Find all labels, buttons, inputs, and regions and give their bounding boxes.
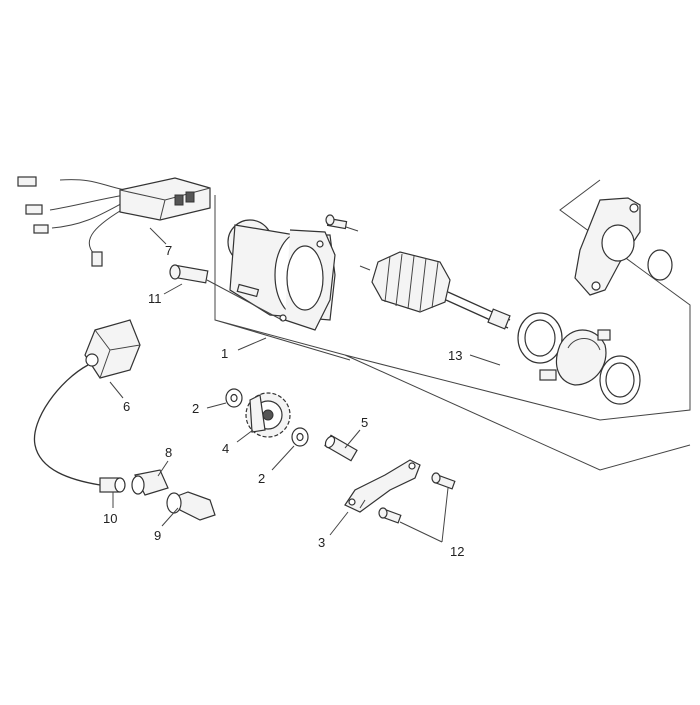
callout-5: 5 xyxy=(361,415,368,430)
end-cover-part xyxy=(574,197,673,296)
washer-upper-part xyxy=(225,388,243,408)
armature-part xyxy=(359,251,511,330)
callout-10: 10 xyxy=(103,511,117,526)
callout-4: 4 xyxy=(222,441,229,456)
leader-lines xyxy=(109,227,501,543)
starter-motor-part xyxy=(227,219,336,331)
mounting-bracket-part xyxy=(344,459,421,513)
callout-8: 8 xyxy=(165,445,172,460)
callout-1: 1 xyxy=(221,346,228,361)
screw-a-part xyxy=(431,472,456,490)
callout-9: 9 xyxy=(154,528,161,543)
callout-11: 11 xyxy=(148,291,162,306)
seal-kit-part xyxy=(517,312,641,405)
long-bolt-part xyxy=(169,264,283,321)
starter-gear-part xyxy=(245,392,291,438)
screw-top-part xyxy=(325,214,359,232)
callout-6: 6 xyxy=(123,399,130,414)
ignition-coil-part xyxy=(33,319,141,493)
callout-13: 13 xyxy=(448,348,462,363)
callout-2-lower: 2 xyxy=(258,471,265,486)
screw-b-part xyxy=(378,507,402,524)
callout-2-upper: 2 xyxy=(192,401,199,416)
spark-plug-boot-part xyxy=(166,491,216,521)
assembly-boundary xyxy=(214,179,691,471)
washer-lower-part xyxy=(291,427,309,447)
shaft-pin-part xyxy=(324,434,358,462)
cdi-unit-part xyxy=(17,176,211,267)
callout-3: 3 xyxy=(318,535,325,550)
callout-12: 12 xyxy=(450,544,464,559)
spark-plug-cap-part xyxy=(131,469,169,496)
callout-7: 7 xyxy=(165,243,172,258)
